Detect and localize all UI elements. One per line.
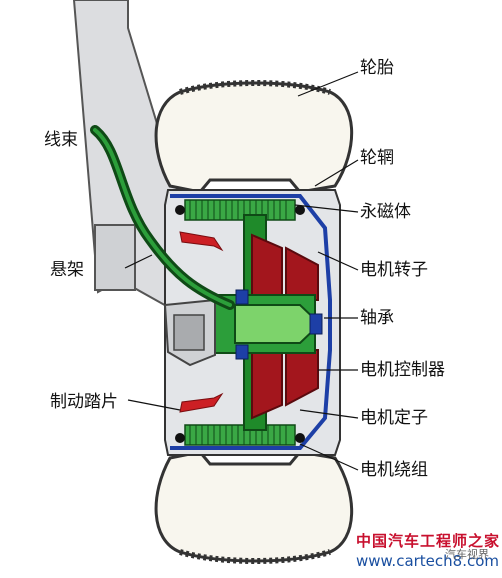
label-brake-pad: 制动踏片 xyxy=(50,392,118,412)
label-magnet: 永磁体 xyxy=(360,202,411,222)
brake-pad-upper xyxy=(179,231,224,252)
leader-lines xyxy=(124,71,359,471)
knuckle-joint xyxy=(173,314,205,351)
motor-housing xyxy=(170,194,332,450)
label-winding: 电机绕组 xyxy=(360,460,428,480)
label-controller: 电机控制器 xyxy=(360,360,445,380)
watermark-account: 汽车视界 xyxy=(445,548,489,561)
label-harness: 线束 xyxy=(44,130,78,150)
brake-pad-lower xyxy=(179,392,224,413)
bolt-upper-right xyxy=(295,205,305,215)
label-tire: 轮胎 xyxy=(360,58,394,78)
stator-lower xyxy=(251,349,283,420)
label-suspension: 悬架 xyxy=(50,260,84,280)
label-bearing: 轴承 xyxy=(360,308,394,328)
bearing-right xyxy=(309,313,323,335)
bolt-lower-right xyxy=(295,433,305,443)
bolt-upper-left xyxy=(175,205,185,215)
suspension-arm xyxy=(94,224,136,291)
bearing-lower xyxy=(235,344,249,360)
spindle xyxy=(234,304,322,344)
wiring-harness-highlight xyxy=(93,128,232,307)
bearing-upper xyxy=(235,289,249,305)
controller-upper xyxy=(285,246,319,301)
tire-lower xyxy=(154,450,354,563)
label-rim: 轮辋 xyxy=(360,148,394,168)
watermark-site-name: 中国汽车工程师之家 xyxy=(356,532,501,550)
bolt-lower-left xyxy=(175,433,185,443)
label-rotor: 电机转子 xyxy=(360,260,428,280)
tire-upper xyxy=(154,81,354,194)
watermark-url: www.cartech8.com xyxy=(356,552,500,570)
winding-ticks xyxy=(189,200,287,445)
label-stator: 电机定子 xyxy=(360,408,428,428)
